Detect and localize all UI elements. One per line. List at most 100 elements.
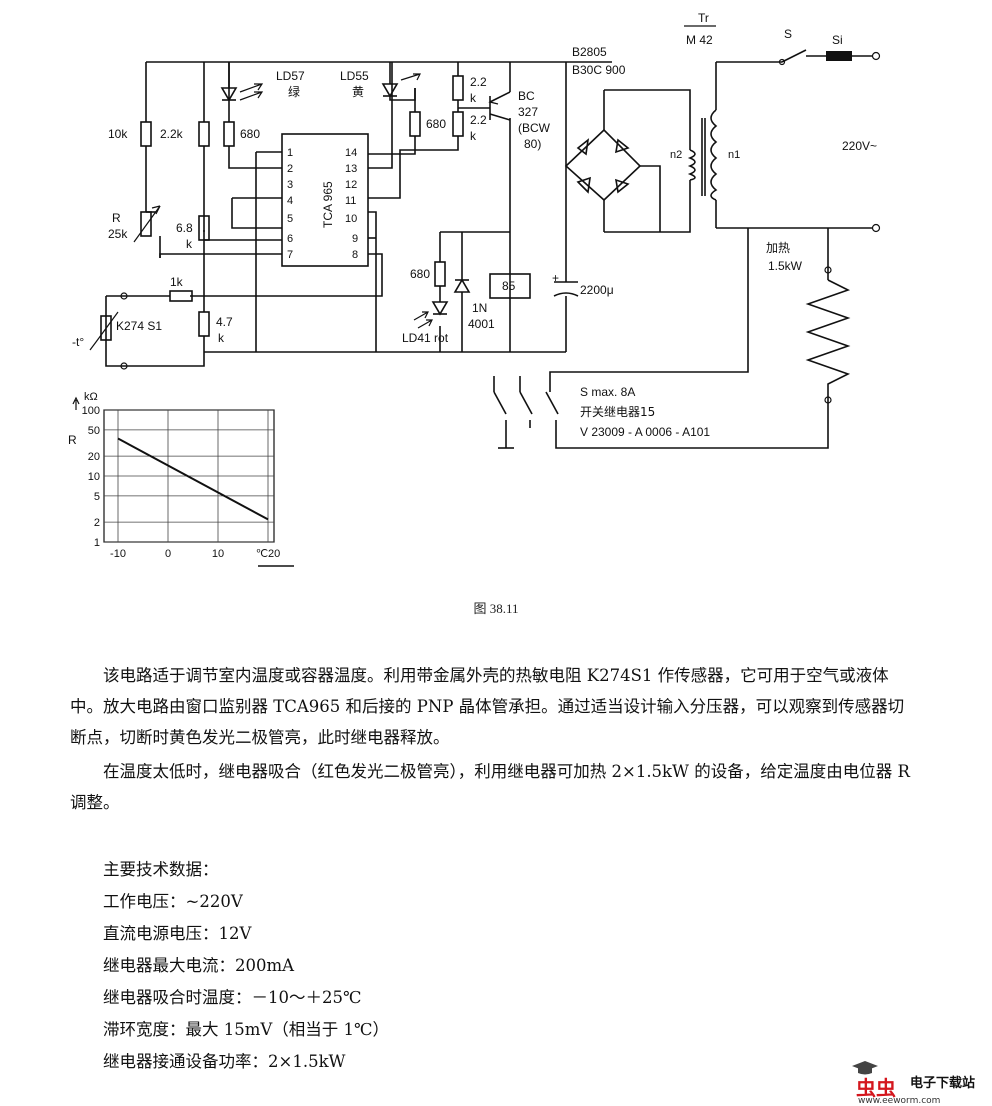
paragraph-2: 在温度太低时，继电器吸合（红色发光二极管亮），利用继电器可加热 2×1.5kW … bbox=[70, 762, 910, 812]
led-green-name: LD57 bbox=[276, 69, 305, 83]
graph-x-tick: 10 bbox=[212, 548, 224, 560]
svg-text:680: 680 bbox=[410, 267, 430, 281]
svg-text:k: k bbox=[470, 91, 477, 105]
figure-caption: 图 38.11 bbox=[473, 601, 519, 616]
svg-text:327: 327 bbox=[518, 105, 538, 119]
watermark: 虫虫 电子下载站 www.eeworm.com bbox=[846, 1060, 992, 1106]
capacitor-label: 2200μ bbox=[580, 283, 614, 297]
graph-y-tick: 10 bbox=[88, 471, 100, 483]
svg-text:680: 680 bbox=[426, 117, 446, 131]
watermark-logo: 虫虫 bbox=[856, 1076, 896, 1100]
thermistor-name: K274 S1 bbox=[116, 319, 162, 333]
paragraph-1: 该电路适于调节室内温度或容器温度。利用带金属外壳的热敏电阻 K274S1 作传感… bbox=[70, 666, 905, 747]
svg-text:k: k bbox=[186, 237, 193, 251]
svg-text:5: 5 bbox=[287, 213, 293, 225]
transistor bbox=[488, 91, 511, 121]
spec-list: 主要技术数据： 工作电压：~220V 直流电源电压：12V 继电器最大电流：20… bbox=[103, 854, 389, 1078]
svg-text:6: 6 bbox=[287, 233, 293, 245]
heater-label1: 加热 bbox=[766, 241, 790, 255]
svg-text:1: 1 bbox=[287, 147, 293, 159]
mains-terminal-bottom bbox=[871, 223, 881, 233]
graph-x-tick: -10 bbox=[110, 548, 126, 560]
svg-text:8: 8 bbox=[352, 249, 358, 261]
mains-switch bbox=[778, 49, 807, 66]
fuse-label: Si bbox=[832, 33, 843, 47]
mains-terminal-top bbox=[871, 51, 881, 61]
graph-y-arrow bbox=[72, 396, 80, 410]
resistor-2-2k-a bbox=[452, 75, 464, 101]
description: 该电路适于调节室内温度或容器温度。利用带金属外壳的热敏电阻 K274S1 作传感… bbox=[70, 660, 910, 818]
svg-text:12: 12 bbox=[345, 179, 357, 191]
led-yellow-color: 黄 bbox=[352, 85, 364, 99]
svg-text:6.8: 6.8 bbox=[176, 221, 193, 235]
led-yellow bbox=[381, 73, 421, 101]
graph-y-tick: 20 bbox=[88, 451, 100, 463]
ic-tca965 bbox=[281, 133, 369, 267]
thermistor bbox=[89, 292, 128, 370]
svg-text:680: 680 bbox=[240, 127, 260, 141]
svg-text:13: 13 bbox=[345, 163, 357, 175]
led-green bbox=[220, 62, 264, 102]
relay-label: 85 bbox=[502, 279, 516, 293]
graph-data-line bbox=[117, 437, 269, 521]
resistor-4-7k bbox=[198, 311, 210, 337]
switch-label: S bbox=[784, 27, 792, 41]
pot-name: R bbox=[112, 211, 121, 225]
wiring bbox=[105, 55, 872, 449]
watermark-url: www.eeworm.com bbox=[858, 1096, 941, 1106]
svg-text:2.2: 2.2 bbox=[470, 113, 487, 127]
graph-y-tick: 100 bbox=[82, 405, 100, 417]
graph-y-tick: 1 bbox=[94, 537, 100, 549]
svg-text:2.2k: 2.2k bbox=[160, 127, 184, 141]
specs-heading: 主要技术数据： bbox=[103, 860, 219, 879]
resistor-10k bbox=[140, 121, 152, 147]
diode bbox=[453, 278, 471, 304]
resistor-680-led bbox=[434, 261, 446, 287]
svg-text:4001: 4001 bbox=[468, 317, 495, 331]
svg-text:10: 10 bbox=[345, 213, 357, 225]
svg-text:4: 4 bbox=[287, 195, 293, 207]
graph-x-tick: 0 bbox=[165, 548, 171, 560]
svg-text:11: 11 bbox=[345, 195, 356, 207]
svg-text:k: k bbox=[218, 331, 225, 345]
thermistor-symbol: -t° bbox=[72, 335, 84, 349]
spec-item: 继电器最大电流：200mA bbox=[103, 956, 295, 975]
bridge-rectifier bbox=[564, 128, 661, 232]
svg-text:1N: 1N bbox=[472, 301, 487, 315]
ic-name: TCA 965 bbox=[321, 181, 335, 228]
graph-x-tick: ℃20 bbox=[256, 548, 281, 560]
transformer bbox=[687, 109, 718, 201]
spec-item: 直流电源电压：12V bbox=[103, 924, 252, 943]
svg-text:10k: 10k bbox=[108, 127, 128, 141]
svg-text:BC: BC bbox=[518, 89, 535, 103]
led-green-color: 绿 bbox=[288, 84, 300, 99]
svg-text:2.2: 2.2 bbox=[470, 75, 487, 89]
resistor-6-8k bbox=[198, 215, 210, 241]
graph-y-tick: 2 bbox=[94, 517, 100, 529]
led-yellow-name: LD55 bbox=[340, 69, 369, 83]
svg-text:k: k bbox=[470, 129, 477, 143]
svg-text:(BCW: (BCW bbox=[518, 121, 551, 135]
relay-spec-2: 开关继电器15 bbox=[580, 405, 655, 419]
graph-y-tick: 50 bbox=[88, 425, 100, 437]
heater-label2: 1.5kW bbox=[768, 259, 803, 273]
fuse bbox=[826, 51, 852, 61]
spec-item: 滞环宽度：最大 15mV（相当于 1℃） bbox=[103, 1020, 390, 1039]
graph-y-label: R bbox=[68, 433, 77, 447]
rectifier-line1: B2805 bbox=[572, 45, 607, 59]
resistor-686 bbox=[409, 111, 421, 137]
watermark-site: 电子下载站 bbox=[910, 1076, 976, 1091]
resistor-1k bbox=[169, 290, 193, 302]
spec-item: 继电器接通设备功率：2×1.5kW bbox=[103, 1052, 346, 1071]
svg-text:7: 7 bbox=[287, 249, 293, 261]
transformer-secondary: n2 bbox=[670, 149, 682, 161]
spec-item: 工作电压：~220V bbox=[103, 892, 243, 911]
svg-text:3: 3 bbox=[287, 179, 293, 191]
capacitor bbox=[553, 281, 579, 297]
svg-text:1k: 1k bbox=[170, 275, 184, 289]
graph-y-unit: kΩ bbox=[84, 391, 98, 403]
svg-text:2: 2 bbox=[287, 163, 293, 175]
rectifier-line2: B30C 900 bbox=[572, 63, 626, 77]
